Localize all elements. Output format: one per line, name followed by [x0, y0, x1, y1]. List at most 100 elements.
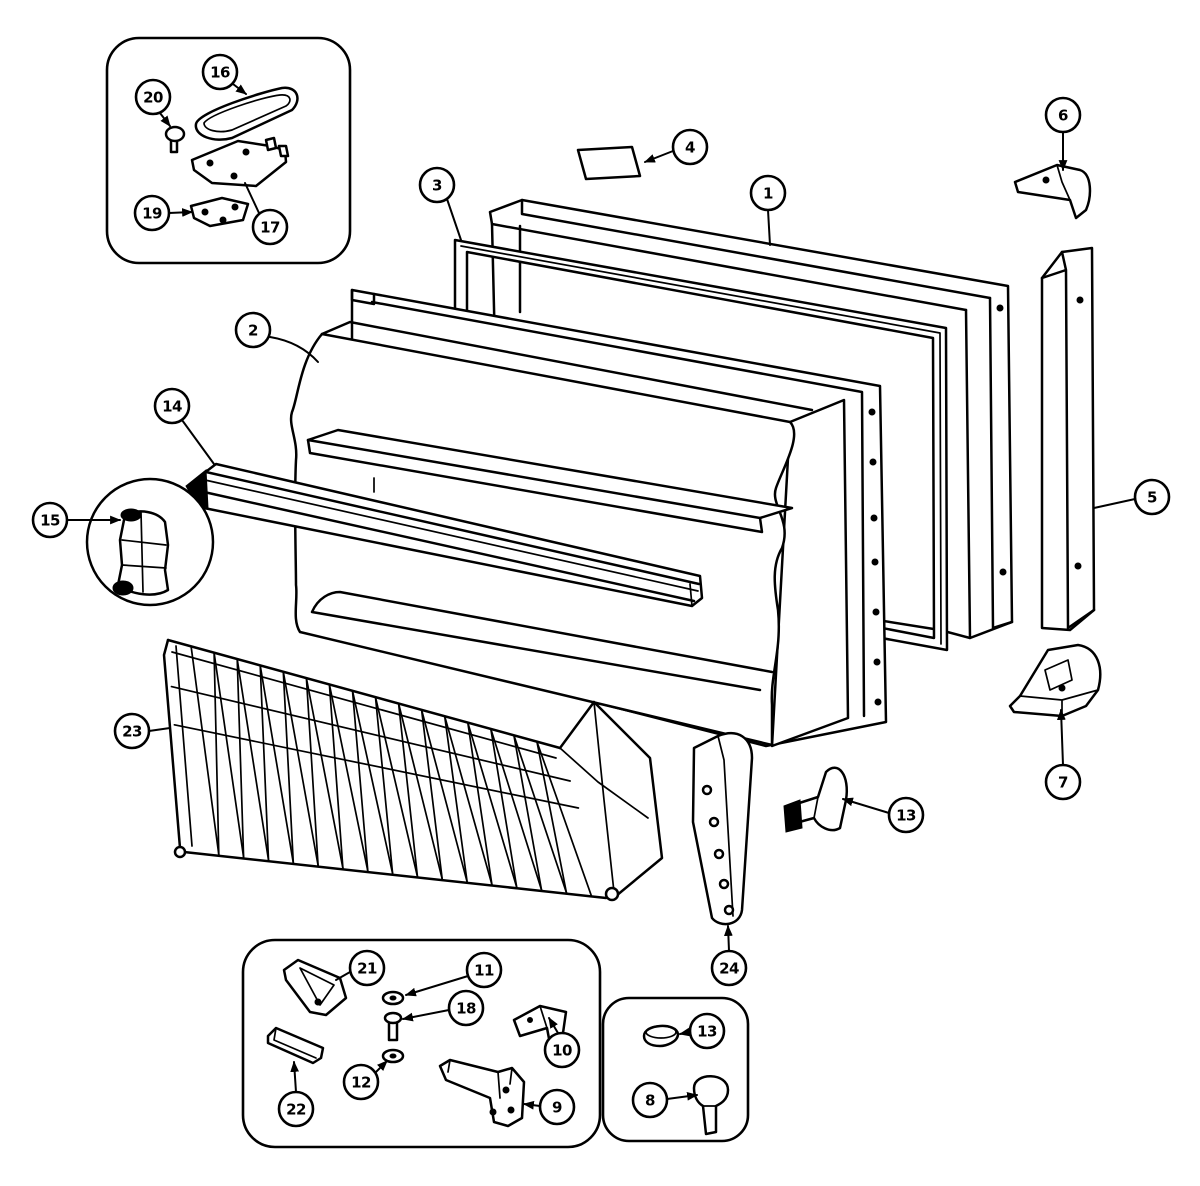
- callout-24: 24: [710, 924, 748, 987]
- shelf-retainer-detail: [85, 477, 215, 607]
- wire-basket-right-knob: [604, 886, 620, 902]
- callout-2-leader: [269, 336, 319, 363]
- handle-spacer-plate-body: [189, 196, 250, 228]
- hinge-plate-folds: [447, 1059, 513, 1099]
- door-gasket-seam: [460, 245, 942, 645]
- hinge-bracket-body: [691, 732, 754, 926]
- hole-plug-cap: [642, 1024, 680, 1048]
- callout-16-leader: [232, 83, 247, 95]
- callout-9-bubble: [538, 1088, 576, 1126]
- callout-6-bubble: [1044, 96, 1082, 134]
- basket-diagonal-wire: [489, 728, 518, 889]
- top-washer: [381, 990, 405, 1006]
- callout-4-bubble: [671, 128, 709, 166]
- callout-4: 4: [643, 128, 709, 166]
- handle-base-plate-hole: [242, 148, 250, 156]
- callout-12-bubble: [342, 1063, 380, 1101]
- hinge-pin-head: [383, 1011, 403, 1025]
- callout-13-upper-number: 13: [896, 807, 916, 825]
- wire-basket-right-end: [558, 700, 664, 898]
- door-liner-flange-hole: [869, 458, 877, 466]
- handle-button-head: [164, 125, 186, 143]
- callout-14-bubble: [153, 387, 191, 425]
- shelf-retainer-bottom-end: [112, 580, 134, 596]
- hinge-plate-hole: [502, 1086, 510, 1094]
- top-washer-center: [389, 995, 397, 1001]
- callout-1-number: 1: [763, 185, 773, 203]
- basket-diagonal-wire: [236, 658, 245, 859]
- callout-2: 2: [234, 311, 319, 363]
- hinge-strip: [266, 1026, 325, 1065]
- callout-10: 10: [543, 1017, 581, 1069]
- callout-23-leader: [148, 727, 171, 732]
- callout-6: 6: [1044, 96, 1082, 172]
- outer-door-panel-top-flange: [490, 198, 992, 312]
- callout-7-number: 7: [1058, 774, 1068, 792]
- callout-4-leader: [643, 150, 674, 163]
- callout-11-bubble: [465, 951, 503, 989]
- handle-cover: [194, 86, 299, 141]
- callout-24-leader: [723, 924, 733, 952]
- handle-base-plate-hole: [230, 172, 238, 180]
- basket-diagonal-wire: [213, 651, 220, 856]
- callout-18-leader: [401, 1009, 450, 1022]
- hinge-pin: [383, 1011, 403, 1042]
- hinge-strip-edge: [273, 1027, 317, 1059]
- callout-22-bubble: [277, 1090, 315, 1128]
- callout-3-number: 3: [432, 177, 442, 195]
- callout-16: 16: [201, 53, 247, 95]
- callout-11-leader: [404, 975, 469, 997]
- hinge-clip-fold: [539, 1005, 548, 1029]
- callout-20: 20: [134, 78, 172, 127]
- callout-21-leader: [335, 971, 351, 981]
- hinge-bracket-hole: [708, 816, 720, 828]
- door-liner-flange-hole: [870, 514, 878, 522]
- shelf-retainer-ribs: [121, 511, 167, 593]
- callout-2-number: 2: [248, 322, 258, 340]
- callout-13-upper-leader: [841, 797, 890, 814]
- callout-13-lower: 13: [678, 1012, 726, 1050]
- callout-13-lower-number: 13: [697, 1023, 717, 1041]
- callout-12-number: 12: [351, 1074, 371, 1092]
- door-shelf-rail-top-lip: [204, 470, 701, 586]
- callout-14-leader: [181, 419, 215, 465]
- hinge-bracket: [691, 732, 754, 926]
- handle-spacer-plate-hole: [219, 216, 227, 224]
- basket-vertical-wire: [489, 728, 543, 891]
- callout-5-bubble: [1133, 478, 1171, 516]
- callout-16-number: 16: [210, 64, 230, 82]
- door-channel: [1040, 246, 1096, 632]
- callout-16-bubble: [201, 53, 239, 91]
- outer-door-panel-side-flange: [964, 296, 1014, 640]
- callout-23: 23: [113, 712, 171, 750]
- handle-cover-inner-edge: [203, 94, 291, 133]
- handle-spacer-plate-hole: [201, 208, 209, 216]
- handle-base-plate-post: [264, 136, 290, 158]
- callout-23-bubble: [113, 712, 151, 750]
- hinge-plate-hole: [489, 1108, 497, 1116]
- door-liner-middle-shelf: [306, 428, 794, 520]
- door-shelf-rail-front: [202, 490, 696, 603]
- handle-base-plate-hole: [206, 159, 214, 167]
- callout-8: 8: [631, 1081, 699, 1119]
- callout-8-bubble: [631, 1081, 669, 1119]
- callout-14-number: 14: [162, 398, 182, 416]
- callout-10-number: 10: [552, 1042, 572, 1060]
- callout-5-leader: [1093, 498, 1136, 509]
- basket-diagonal-wire: [305, 677, 319, 867]
- door-stop-bracket-edge: [813, 796, 819, 819]
- callout-19-leader: [168, 208, 194, 217]
- callout-11: 11: [404, 951, 503, 997]
- plug-parts-inset-box: [601, 996, 750, 1143]
- basket-diagonal-wire: [328, 683, 344, 870]
- hinge-plate-hole: [507, 1106, 515, 1114]
- basket-vertical-wire: [213, 651, 245, 859]
- callout-6-number: 6: [1058, 107, 1068, 125]
- door-channel-hole: [1074, 562, 1082, 570]
- callout-9: 9: [522, 1088, 576, 1126]
- callout-21-bubble: [348, 949, 386, 987]
- basket-vertical-wire: [466, 721, 518, 889]
- callout-11-number: 11: [474, 962, 494, 980]
- callout-21: 21: [335, 949, 386, 987]
